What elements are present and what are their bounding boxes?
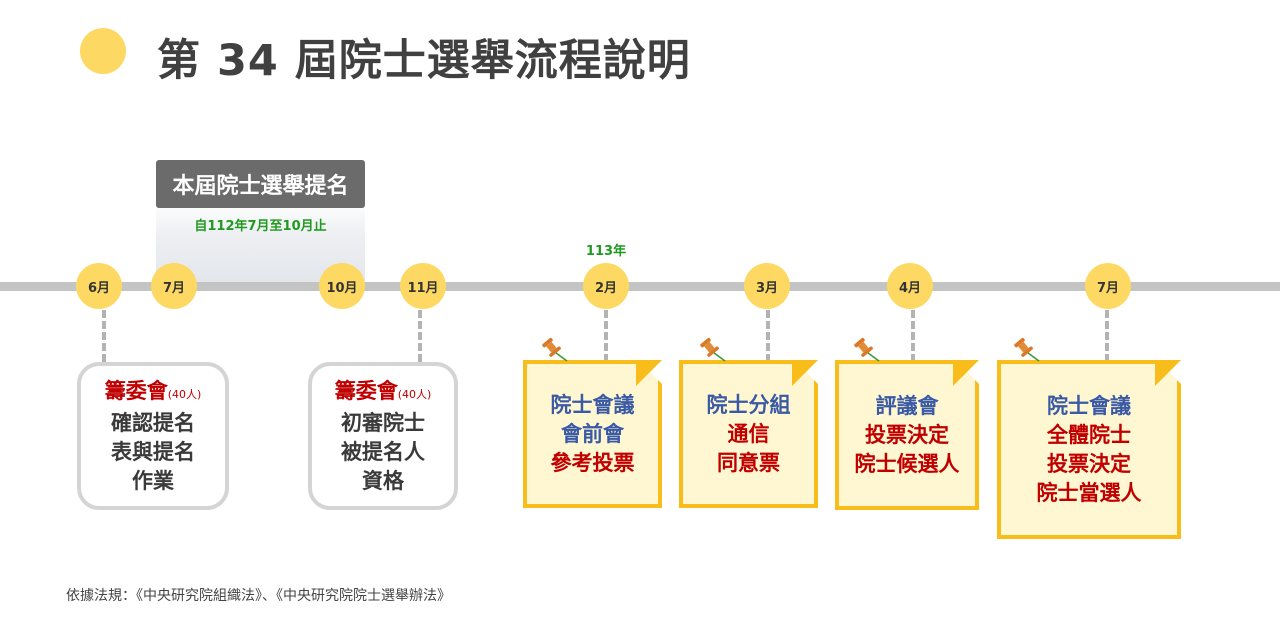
step-card-line: 評議會: [875, 393, 939, 418]
step-card-head: 籌委會: [334, 378, 398, 403]
step-card-line: 投票決定: [865, 422, 949, 447]
month-marker: 2月: [583, 263, 629, 309]
month-marker: 6月: [76, 263, 122, 309]
pushpin-icon: [542, 337, 568, 362]
step-card: 籌委會(40人) 確認提名 表與提名 作業: [77, 362, 229, 510]
pushpin-icon: [700, 337, 726, 362]
step-card-line: 投票決定: [1047, 451, 1131, 476]
page-title: 第 34 屆院士選舉流程說明: [157, 36, 691, 86]
corner-fold: [953, 360, 979, 386]
month-marker: 4月: [887, 263, 933, 309]
step-card-line: 同意票: [717, 450, 780, 475]
month-marker: 7月: [1085, 263, 1131, 309]
month-marker: 10月: [319, 263, 365, 309]
step-card-line: 初審院士: [341, 410, 425, 435]
step-card-line: 院士候選人: [854, 451, 960, 476]
corner-fold: [792, 360, 818, 386]
connector-line: [1105, 310, 1109, 362]
nomination-period: 自112年7月至10月止: [194, 219, 327, 234]
step-card: 院士會議 全體院士 投票決定 院士當選人: [997, 360, 1181, 539]
month-marker: 7月: [151, 263, 197, 309]
step-card-line: 院士分組: [706, 392, 791, 417]
step-card-line: 院士當選人: [1036, 480, 1142, 505]
title-bullet: [80, 28, 126, 74]
step-card-line: 被提名人: [341, 439, 425, 464]
year-note: 113年: [585, 244, 627, 259]
step-card-head-note: (40人): [167, 387, 202, 401]
connector-line: [911, 310, 915, 362]
connector-line: [604, 310, 608, 362]
step-card: 籌委會(40人) 初審院士 被提名人 資格: [308, 362, 458, 510]
step-card-line: 確認提名: [111, 410, 195, 435]
pushpin-icon: [1014, 337, 1040, 362]
step-card-line: 院士會議: [1047, 393, 1131, 418]
step-card-line: 全體院士: [1047, 422, 1131, 447]
month-marker: 11月: [400, 263, 446, 309]
corner-fold: [1155, 360, 1181, 386]
connector-line: [766, 310, 770, 362]
step-card-line: 參考投票: [550, 450, 635, 475]
step-card-line: 作業: [132, 468, 174, 493]
step-card-line: 通信: [727, 421, 770, 446]
step-card-line: 會前會: [561, 421, 624, 446]
nomination-label: 本屆院士選舉提名: [156, 160, 365, 208]
step-card-line: 表與提名: [111, 439, 195, 464]
connector-line: [418, 310, 422, 362]
regulation-footnote: 依據法規：《中央研究院組織法》、《中央研究院院士選舉辦法》: [66, 588, 451, 604]
pushpin-icon: [854, 337, 880, 362]
step-card-head: 籌委會: [104, 378, 168, 403]
step-card-line: 資格: [362, 468, 404, 493]
timeline-axis: [0, 282, 1280, 291]
step-card-line: 院士會議: [550, 392, 635, 417]
month-marker: 3月: [744, 263, 790, 309]
corner-fold: [636, 360, 662, 386]
step-card-head-note: (40人): [397, 387, 432, 401]
connector-line: [102, 310, 106, 362]
